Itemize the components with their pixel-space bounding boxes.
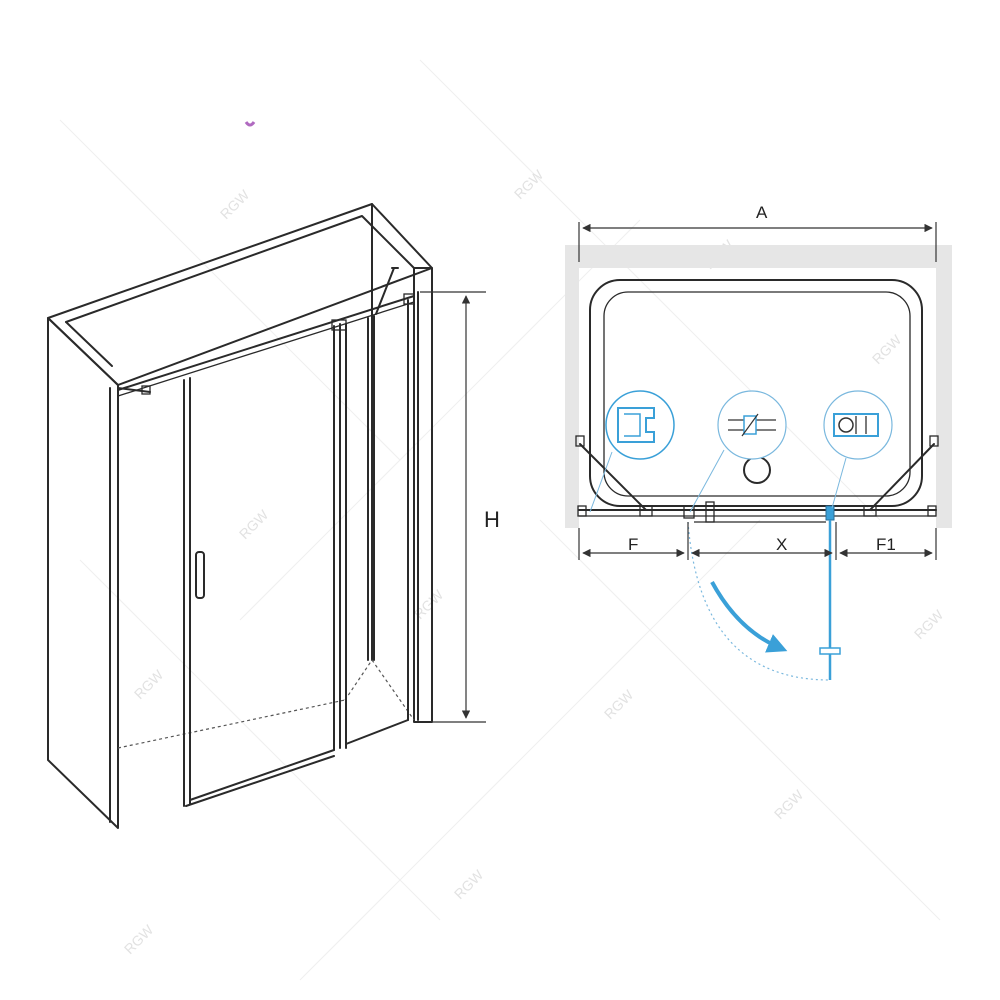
door-handle	[195, 551, 205, 599]
svg-text:RGW: RGW	[771, 786, 807, 822]
svg-text:RGW: RGW	[601, 686, 637, 722]
swing-arrow-icon	[710, 581, 788, 653]
clamp-detail-icon	[823, 390, 893, 509]
svg-text:RGW: RGW	[911, 606, 947, 642]
svg-text:RGW: RGW	[869, 331, 905, 367]
svg-text:RGW: RGW	[511, 166, 547, 202]
profile-detail-icon	[589, 390, 675, 513]
plan-view: A F X F1	[565, 203, 952, 681]
swing-path	[687, 521, 831, 681]
hinge-detail-icon	[689, 390, 787, 513]
right-wall	[413, 267, 433, 723]
svg-text:RGW: RGW	[217, 186, 253, 222]
fixed-right-label: F1	[876, 535, 896, 554]
pink-mark	[244, 121, 256, 127]
door-width-label: X	[776, 535, 787, 554]
watermark: RGW RGW RGW RGW RGW RGW RGW RGW RGW RGW …	[121, 166, 947, 957]
width-label: A	[756, 203, 768, 222]
left-wall	[47, 317, 119, 829]
svg-text:RGW: RGW	[121, 921, 157, 957]
drain	[743, 456, 771, 484]
svg-text:RGW: RGW	[451, 866, 487, 902]
svg-text:RGW: RGW	[131, 666, 167, 702]
watermark-lines	[59, 59, 941, 981]
perspective-view: H	[47, 203, 500, 829]
fixed-left-label: F	[628, 535, 638, 554]
shower-tray	[589, 279, 923, 507]
height-label: H	[484, 507, 500, 532]
hinge-blue	[825, 505, 835, 521]
svg-text:RGW: RGW	[411, 586, 447, 622]
svg-text:RGW: RGW	[236, 506, 272, 542]
